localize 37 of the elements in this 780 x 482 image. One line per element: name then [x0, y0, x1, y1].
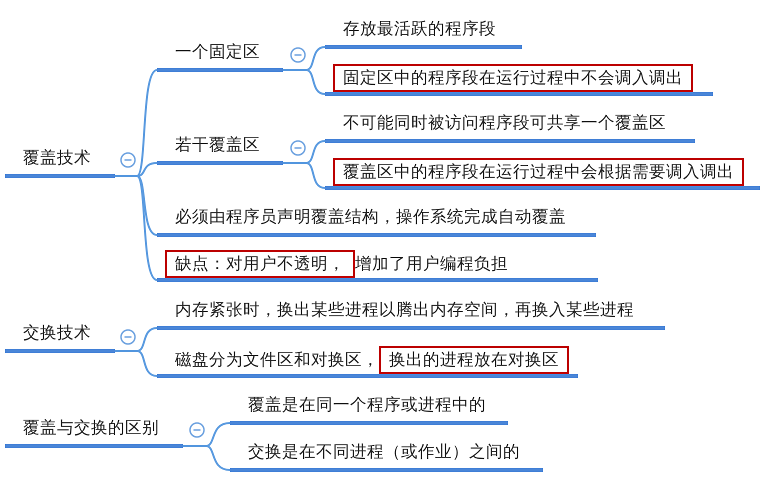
topic-underline	[230, 440, 543, 472]
topic-underline	[325, 158, 760, 190]
topic-underline	[5, 416, 183, 448]
connector-line	[283, 162, 326, 189]
topic-text: 交换是在不同进程（或作业）之间的	[247, 441, 520, 463]
topic-text: 覆盖与交换的区别	[22, 417, 159, 439]
topic-underline	[5, 146, 115, 178]
highlighted-text: 缺点：对用户不透明，	[165, 250, 355, 278]
topic-underline	[325, 17, 522, 49]
topic-underline	[157, 250, 598, 282]
highlighted-text: 覆盖区中的程序段在运行过程中会根据需要调入调出	[333, 158, 744, 186]
connector-line	[183, 445, 230, 471]
topic-underline	[157, 298, 665, 330]
topic-underline	[157, 133, 283, 165]
connector-line	[115, 350, 158, 377]
topic-underline	[157, 346, 578, 378]
topic-text: 覆盖是在同一个程序或进程中的	[247, 394, 486, 416]
highlighted-text: 换出的进程放在对换区	[379, 346, 569, 374]
topic-underline	[325, 64, 713, 96]
topic-text: 交换技术	[22, 322, 91, 344]
highlighted-text: 固定区中的程序段在运行过程中不会调入调出	[333, 64, 693, 92]
connector-line	[283, 69, 326, 95]
topic-text: 增加了用户编程负担	[355, 253, 508, 275]
topic-text: 内存紧张时，换出某些进程以腾出内存空间，再换入某些进程	[174, 299, 634, 321]
topic-text: 覆盖技术	[22, 147, 91, 169]
connector-line	[115, 175, 158, 281]
topic-text: 一个固定区	[174, 41, 260, 63]
topic-text: 磁盘分为文件区和对换区，	[174, 349, 379, 371]
topic-text: 若干覆盖区	[174, 134, 260, 156]
topic-underline	[325, 111, 695, 143]
topic-text: 存放最活跃的程序段	[342, 18, 496, 40]
topic-underline	[157, 40, 283, 72]
topic-underline	[157, 205, 596, 237]
topic-text: 必须由程序员声明覆盖结构，操作系统完成自动覆盖	[174, 206, 566, 228]
topic-text: 不可能同时被访问程序段可共享一个覆盖区	[342, 112, 666, 134]
topic-underline	[5, 321, 115, 353]
topic-underline	[230, 393, 508, 425]
